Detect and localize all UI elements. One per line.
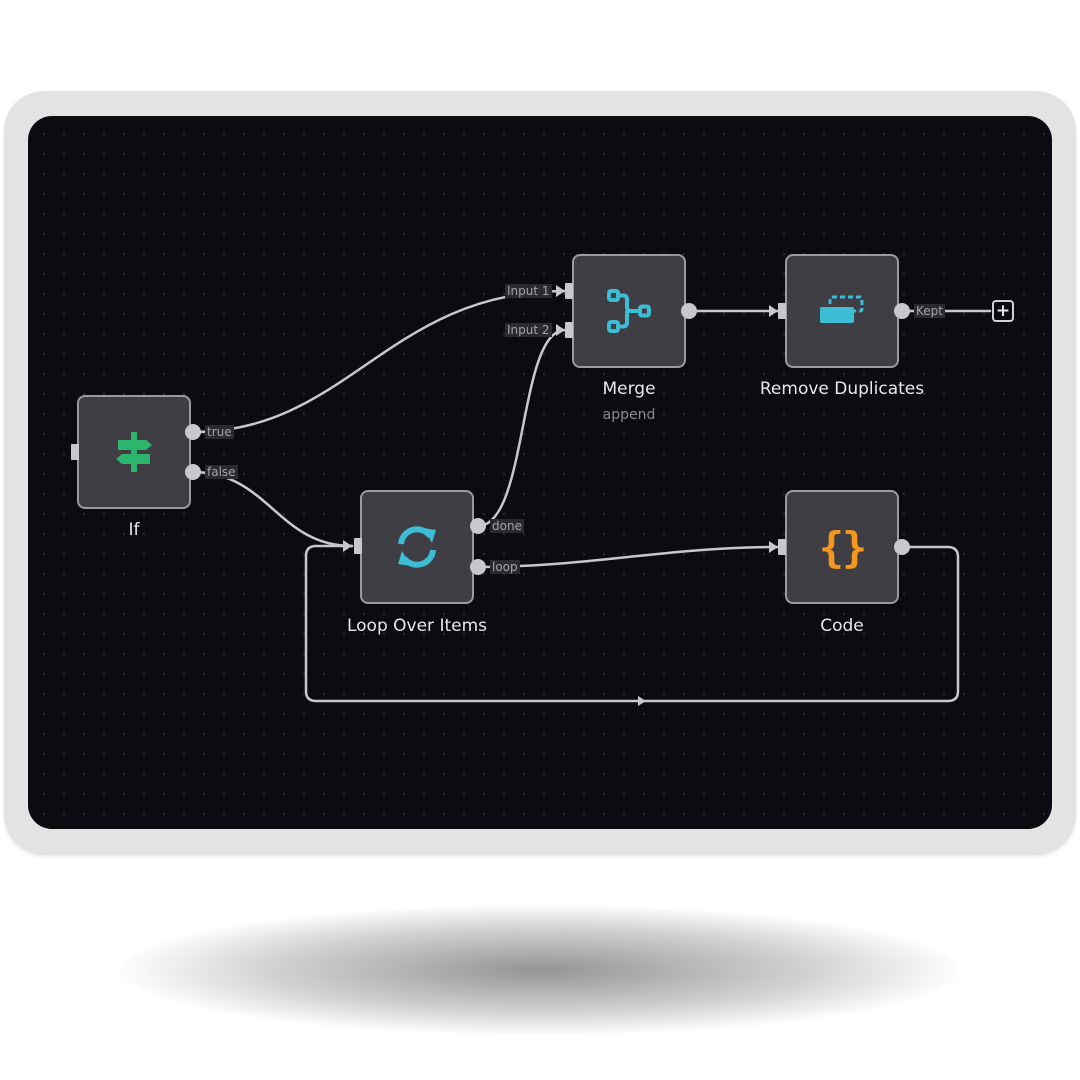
edge-loop-to-code [476,545,780,569]
node-if[interactable] [77,395,191,509]
device-shadow [120,905,960,1035]
merge-input1-port[interactable] [565,283,573,299]
merge-node-subtitle: append [602,407,656,423]
loop-arrows-icon [392,522,442,572]
loop-done-port[interactable] [470,518,486,534]
loop-loop-port[interactable] [470,559,486,575]
if-true-label: true [205,425,234,439]
edge-if-true-to-merge-input1 [191,289,567,434]
remove-duplicates-node-label: Remove Duplicates [759,379,925,399]
remove-duplicates-icon [816,291,868,331]
loop-loop-label: loop [490,560,520,574]
node-code[interactable]: {} [785,490,899,604]
node-remove-duplicates[interactable] [785,254,899,368]
merge-input1-label: Input 1 [505,284,552,298]
signpost-icon [110,428,158,476]
arrow-code-in [769,541,778,553]
code-input-port[interactable] [778,539,786,555]
arrow-loop-in [343,540,352,552]
node-merge[interactable] [572,254,686,368]
edge-loop-done-to-merge-input2 [476,328,567,528]
code-braces-icon: {} [818,522,868,572]
remove-duplicates-input-port[interactable] [778,303,786,319]
merge-input2-label: Input 2 [505,323,552,337]
code-output-port[interactable] [894,539,910,555]
if-true-port[interactable] [185,424,201,440]
if-input-port[interactable] [71,444,79,460]
workflow-canvas[interactable]: true false If Input 1 Input 2 Merge appe… [28,116,1052,829]
merge-input2-port[interactable] [565,322,573,338]
edge-code-loop-back [304,544,960,703]
merge-output-port[interactable] [681,303,697,319]
if-false-label: false [205,465,238,479]
loop-done-label: done [490,519,524,533]
arrow-loop-back [638,696,646,706]
connections-layer [191,285,992,706]
add-node-button[interactable]: + [992,300,1014,322]
arrow-remove-duplicates [769,305,778,317]
loop-node-label: Loop Over Items [346,616,488,636]
node-loop-over-items[interactable] [360,490,474,604]
remove-duplicates-kept-port[interactable] [894,303,910,319]
if-node-label: If [128,520,140,540]
loop-input-port[interactable] [354,538,362,554]
merge-branch-icon [605,287,653,335]
arrow-input2 [556,324,565,336]
if-false-port[interactable] [185,464,201,480]
merge-node-label: Merge [602,379,656,399]
arrow-input1 [556,285,565,297]
remove-duplicates-kept-label: Kept [914,304,945,318]
code-node-label: Code [820,616,864,636]
edge-if-false-to-loop [191,470,354,548]
